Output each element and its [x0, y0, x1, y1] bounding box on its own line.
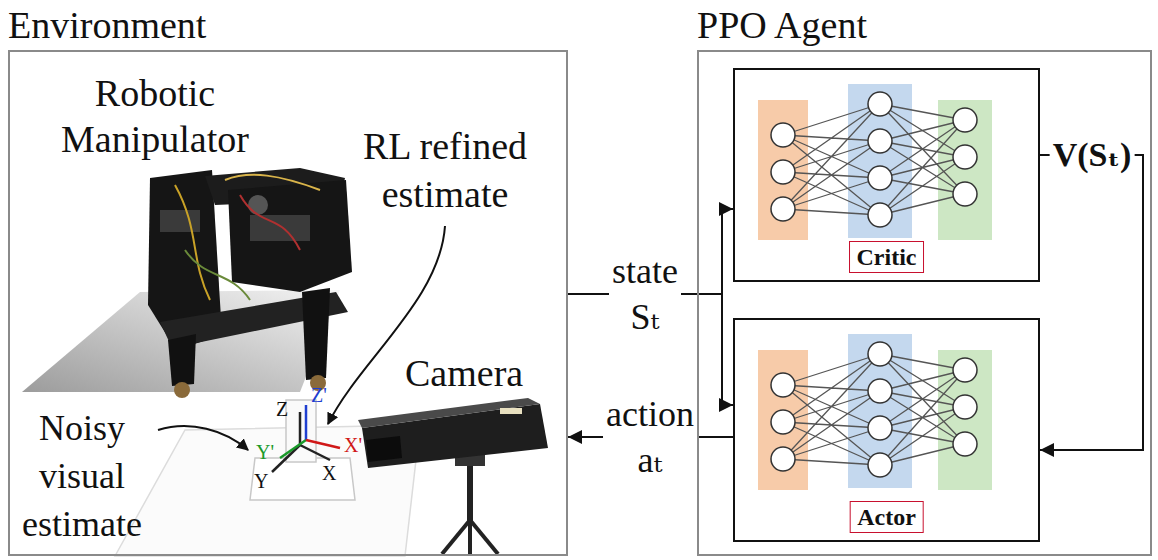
- camera-sticker: [500, 408, 522, 414]
- panel-box: PPO AgentCriticActor: [697, 50, 1152, 556]
- axis-line: [305, 405, 308, 440]
- camera-top: [358, 398, 540, 428]
- axis-label: Z': [311, 384, 327, 406]
- camera-figure: [358, 398, 548, 554]
- object-base: [250, 458, 355, 500]
- signal-label: V(Sₜ): [1050, 134, 1135, 176]
- part-name: Camera: [405, 350, 523, 396]
- neurons: [771, 92, 977, 227]
- wire: [240, 195, 300, 250]
- axis-label: Z: [276, 398, 288, 420]
- leader-line: [158, 426, 248, 450]
- axis-line: [306, 440, 340, 448]
- network-box: Critic: [733, 68, 1040, 282]
- axis-label: Y': [256, 441, 274, 463]
- gripper-finger: [168, 334, 196, 386]
- axis-label: Y: [254, 470, 268, 492]
- neuron: [771, 160, 795, 184]
- axis-line: [280, 440, 306, 458]
- neuron: [953, 145, 977, 169]
- neuron: [771, 123, 795, 147]
- neuron: [953, 108, 977, 132]
- wire: [225, 175, 320, 190]
- camera-lens: [366, 436, 402, 462]
- neural-net-figure: [758, 84, 992, 240]
- callout-text: RL refined estimate: [330, 122, 560, 218]
- wire: [185, 250, 250, 300]
- network-name: Actor: [849, 501, 924, 533]
- neuron: [953, 182, 977, 206]
- neuron: [771, 197, 795, 221]
- tripod-leg: [468, 520, 472, 554]
- target-object: [250, 400, 355, 500]
- neuron: [868, 203, 892, 227]
- neural-net-figure: [758, 334, 992, 490]
- axis-label: X: [322, 462, 336, 484]
- robot-link: [228, 180, 352, 292]
- panel-heading: PPO Agent: [697, 2, 867, 48]
- wire: [175, 185, 210, 300]
- net-connections: [783, 104, 965, 215]
- leader-line: [328, 226, 445, 424]
- neuron: [868, 92, 892, 116]
- panel-heading: Environment: [8, 2, 206, 48]
- signal-label: state Sₜ: [609, 248, 681, 340]
- gripper-finger: [302, 288, 330, 380]
- axis-line: [299, 412, 302, 445]
- servo: [160, 210, 200, 232]
- axis-line: [272, 445, 300, 472]
- input-layer-band: [758, 100, 808, 240]
- neuron: [868, 166, 892, 190]
- neuron: [868, 129, 892, 153]
- hidden-layer-band: [848, 84, 912, 238]
- callout-text: Noisy visual estimate: [22, 404, 142, 548]
- wheel: [174, 382, 190, 398]
- signal-label: action aₜ: [603, 391, 697, 483]
- joint: [248, 195, 268, 215]
- servo: [250, 215, 310, 241]
- axis-label: X': [344, 434, 362, 456]
- flow-arrow: [1040, 155, 1143, 450]
- part-name: Robotic Manipulator: [15, 70, 295, 162]
- tripod-leg: [470, 520, 498, 554]
- tripod-post: [467, 460, 473, 522]
- network-box: Actor: [733, 318, 1040, 542]
- tripod-leg: [442, 520, 470, 554]
- white-sheet: [115, 425, 420, 556]
- robot-arm: [148, 168, 352, 398]
- axis-line: [300, 445, 330, 460]
- network-name: Critic: [849, 241, 925, 273]
